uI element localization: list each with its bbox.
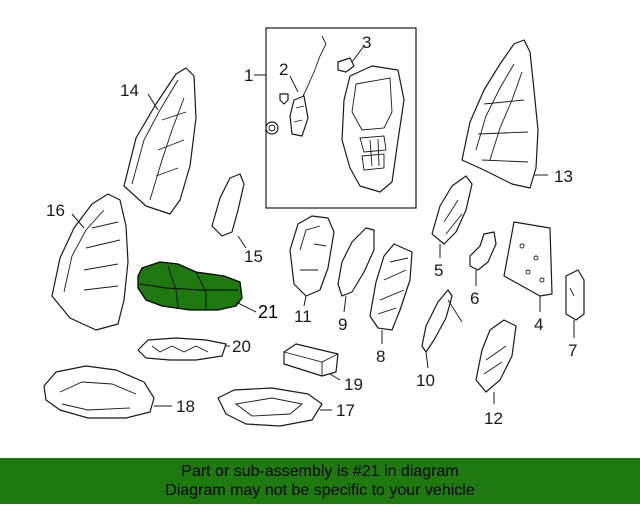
part-14-seatback-cover <box>123 67 197 215</box>
callout-11: 11 <box>294 307 312 326</box>
part-17-seat-pan <box>217 387 323 427</box>
banner-line-disclaimer: Diagram may not be specific to your vehi… <box>165 482 475 499</box>
part-7-small-bracket <box>565 269 585 321</box>
callout-14: 14 <box>120 81 139 100</box>
part-11-side-shell <box>289 215 335 297</box>
callout-15: 15 <box>244 247 263 266</box>
part-19-block <box>283 343 339 377</box>
callout-20: 20 <box>232 337 251 356</box>
part-21-seat-cushion-pad <box>137 261 243 311</box>
callout-17: 17 <box>336 401 355 420</box>
callout-10: 10 <box>416 371 435 390</box>
part-9-bolster <box>337 227 375 297</box>
callout-4: 4 <box>534 315 543 334</box>
banner-line-part: Part or sub-assembly is #21 in diagram <box>181 463 459 480</box>
callout-1: 1 <box>244 66 253 85</box>
callout-9: 9 <box>338 315 347 334</box>
callout-12: 12 <box>484 409 503 428</box>
part-18-seat-cushion-foam <box>43 365 155 419</box>
part-20-lower-panel <box>137 337 227 361</box>
callout-7: 7 <box>568 341 577 360</box>
part-10-trim <box>421 289 463 353</box>
part-12-hinge-housing <box>475 319 517 393</box>
part-15-pad <box>211 173 245 237</box>
seat-exploded-diagram: 1 2 3 4 5 6 7 8 9 10 11 12 13 14 15 16 1… <box>43 27 585 428</box>
callout-13: 13 <box>554 167 573 186</box>
callout-19: 19 <box>344 375 363 394</box>
part-8-back-panel <box>369 243 413 331</box>
part-1-assembly-box <box>265 27 417 209</box>
part-16-seatback-cushion <box>51 193 129 331</box>
part-5-side-bracket <box>431 175 473 245</box>
callout-18: 18 <box>176 397 195 416</box>
callout-leader-lines <box>71 45 575 411</box>
callout-5: 5 <box>434 261 443 280</box>
part-6-clip <box>469 231 497 271</box>
part-info-banner: Part or sub-assembly is #21 in diagram D… <box>0 458 640 504</box>
callout-6: 6 <box>470 289 479 308</box>
callout-21: 21 <box>258 302 278 322</box>
part-4-plate <box>503 221 553 297</box>
callout-8: 8 <box>376 347 385 366</box>
callout-16: 16 <box>46 201 65 220</box>
callout-2: 2 <box>279 60 288 79</box>
callout-3: 3 <box>362 33 371 52</box>
part-13-seatback-frame <box>461 39 539 189</box>
